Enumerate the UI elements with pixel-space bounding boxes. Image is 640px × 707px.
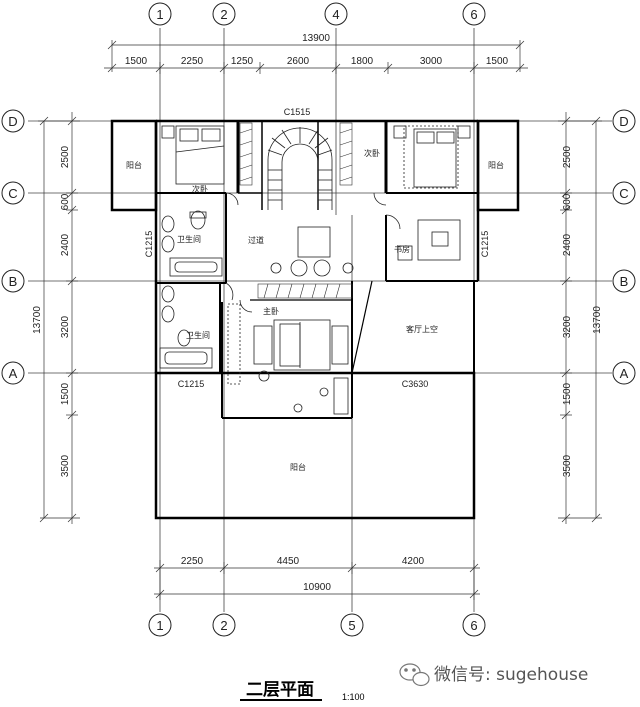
watermark-text: 微信号: sugehouse [434, 665, 588, 685]
wechat-icon [399, 663, 430, 687]
dimension-segment: 2250 [181, 56, 204, 67]
dimension-segment: 2400 [60, 233, 71, 256]
dimension-segment: 1500 [125, 56, 148, 67]
dimension-segment: 3200 [60, 315, 71, 338]
room-label: 阳台 [488, 160, 504, 170]
dimension-segment: 3500 [60, 454, 71, 477]
axis-label: 2 [220, 7, 227, 22]
staircase [267, 127, 333, 210]
dimension-segment: 2500 [562, 145, 573, 168]
dimension-segment: 3200 [562, 315, 573, 338]
left-dimension-chain [38, 112, 80, 524]
room-label: 次卧 [192, 184, 208, 194]
axis-label: B [9, 274, 18, 289]
axis-label: C [619, 186, 628, 201]
dimension-segment: 4450 [277, 556, 300, 567]
dimension-segment: 3000 [420, 56, 443, 67]
axis-label: B [620, 274, 629, 289]
window-label: C1215 [178, 379, 205, 389]
row-axis-bubbles: D C B A D C B A [1, 109, 636, 385]
furniture [159, 125, 471, 415]
room-label: 次卧 [364, 148, 380, 158]
axis-label: D [8, 114, 17, 129]
wardrobes [239, 122, 353, 299]
bottom-dimension-chain [154, 560, 480, 600]
axis-label: A [620, 366, 629, 381]
room-label: 过道 [248, 235, 264, 245]
window-label: C1215 [480, 231, 490, 258]
room-label: 卫生间 [177, 234, 201, 244]
dimension-segment: 2400 [562, 233, 573, 256]
dimension-segment: 600 [562, 193, 573, 210]
axis-label: 1 [156, 7, 163, 22]
room-label: 主卧 [263, 306, 279, 316]
room-label: 阳台 [126, 160, 142, 170]
dimension-segment: 1500 [60, 382, 71, 405]
axis-label: 5 [348, 618, 355, 633]
room-label: 阳台 [290, 462, 306, 472]
drawing-title: 二层平面 [246, 680, 314, 700]
dimension-segment: 4200 [402, 556, 425, 567]
top-dimension-chain [104, 40, 528, 74]
axis-label: D [619, 114, 628, 129]
dimension-segment: 2250 [181, 556, 204, 567]
axis-label: 4 [332, 7, 339, 22]
dimension-segment: 1800 [351, 56, 374, 67]
right-dimension-chain [558, 112, 602, 524]
dimension-total-top: 13900 [302, 33, 330, 44]
dimension-segment: 3500 [562, 454, 573, 477]
dimension-total-right: 13700 [592, 306, 603, 334]
bottom-axis-bubbles: 1 2 5 6 [148, 613, 486, 637]
room-label: 客厅上空 [406, 324, 438, 334]
walls [110, 119, 520, 520]
dimension-segment: 600 [60, 193, 71, 210]
dimension-total-bottom: 10900 [303, 582, 331, 593]
axis-label: 1 [156, 618, 163, 633]
dimension-segment: 1500 [562, 382, 573, 405]
window-label: C3630 [402, 379, 429, 389]
window-label: C1515 [284, 107, 311, 117]
drawing-scale: 1:100 [342, 692, 365, 702]
dimension-segment: 2600 [287, 56, 310, 67]
window-label: C1215 [144, 231, 154, 258]
axis-label: 6 [470, 7, 477, 22]
top-axis-bubbles: 1 2 4 6 [148, 2, 486, 26]
axis-label: C [8, 186, 17, 201]
axis-label: 6 [470, 618, 477, 633]
axis-label: 2 [220, 618, 227, 633]
dimension-segment: 1250 [231, 56, 254, 67]
dimension-total-left: 13700 [32, 306, 43, 334]
dimension-segment: 1500 [486, 56, 509, 67]
room-label: 卫生间 [186, 330, 210, 340]
dimension-segment: 2500 [60, 145, 71, 168]
axis-label: A [9, 366, 18, 381]
room-label: 书房 [394, 244, 410, 254]
